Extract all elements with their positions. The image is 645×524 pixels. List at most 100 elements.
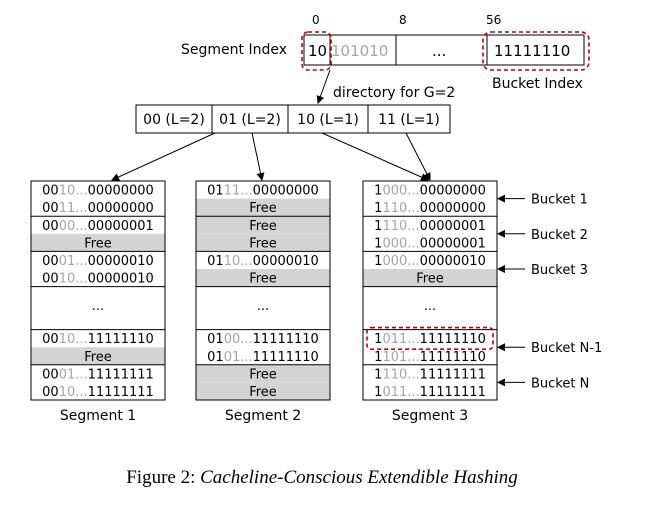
figure-caption: Figure 2: Cacheline-Conscious Extendible… — [126, 467, 518, 488]
segment-name-3: Segment 3 — [392, 408, 468, 424]
key-prefix: 01 — [207, 254, 224, 269]
key-prefix: 01 — [207, 350, 224, 365]
slot-key: 1110...00000000 — [374, 201, 486, 216]
key-ellipsis: ... — [407, 236, 419, 251]
directory-entry-label-2: 10 (L=1) — [297, 112, 359, 128]
key-ellipsis: ... — [407, 184, 419, 199]
key-suffix: 00000010 — [420, 254, 486, 269]
arrow-segment-to-directory — [316, 69, 331, 104]
bucket-index-label: Bucket Index — [492, 76, 583, 92]
bit-index-56: 56 — [486, 13, 501, 27]
key-faded-bits: 110 — [382, 219, 407, 234]
segment-ellipsis: ... — [257, 299, 269, 314]
target-slot-highlight — [366, 326, 494, 351]
key-faded-bits: 10 — [224, 254, 241, 269]
segment-bits-highlight — [301, 31, 332, 71]
slot-key: 1000...00000000 — [374, 184, 486, 199]
key-faded-bits: 00 — [59, 219, 76, 234]
key-suffix: 11111110 — [253, 332, 319, 347]
key-suffix: 11111110 — [420, 332, 486, 347]
free-slot — [196, 233, 330, 252]
segment-border — [195, 180, 331, 401]
free-slot-label: Free — [249, 272, 277, 287]
bucket-bits: 11111110 — [494, 42, 570, 60]
key-prefix: 00 — [42, 332, 59, 347]
key-faded-bits: 011 — [382, 385, 407, 400]
key-faded-bits: 10 — [59, 272, 76, 287]
key-ellipsis: ... — [75, 219, 87, 234]
key-suffix: 00000000 — [253, 184, 319, 199]
key-faded-bits: 000 — [382, 184, 407, 199]
key-prefix: 00 — [42, 367, 59, 382]
key-ellipsis: ... — [407, 367, 419, 382]
key-suffix: 00000001 — [420, 219, 486, 234]
free-slot — [31, 347, 165, 365]
caption-title: Cacheline-Conscious Extendible Hashing — [200, 467, 518, 488]
key-faded-bits: 10 — [59, 385, 76, 400]
key-faded-bits: 101 — [382, 350, 407, 365]
slot-key: 1011...11111110 — [374, 332, 486, 347]
directory-label: directory for G=2 — [333, 85, 455, 101]
slot-key: 0111...00000000 — [207, 184, 319, 199]
free-slot-label: Free — [84, 236, 112, 251]
free-slot — [196, 269, 330, 287]
key-ellipsis: ... — [407, 254, 419, 269]
slot-key: 0010...11111111 — [42, 385, 154, 400]
free-slot-label: Free — [249, 219, 277, 234]
slot-key: 1110...11111111 — [374, 367, 486, 382]
free-slot — [363, 269, 497, 287]
key-ellipsis: ... — [75, 201, 87, 216]
slot-key: 0010...00000000 — [42, 184, 154, 199]
arrow-dir11-to-seg3 — [405, 132, 431, 181]
key-faded-bits: 01 — [224, 350, 241, 365]
free-slot-label: Free — [249, 236, 277, 251]
hash-key-ellipsis: ... — [432, 42, 446, 60]
key-suffix: 00000001 — [88, 219, 154, 234]
key-prefix: 00 — [42, 385, 59, 400]
arrow-dir10-to-seg3 — [321, 132, 429, 181]
bit-index-8: 8 — [399, 13, 407, 27]
segment-bits-faded: 101010 — [331, 42, 388, 60]
slot-key: 0010...11111110 — [42, 332, 154, 347]
key-faded-bits: 01 — [59, 367, 76, 382]
slot-key: 1011...11111111 — [374, 385, 486, 400]
slot-key: 1110...00000001 — [374, 219, 486, 234]
arrow-dir01-to-seg2 — [251, 132, 265, 181]
key-prefix: 1 — [374, 385, 382, 400]
key-suffix: 00000001 — [420, 236, 486, 251]
free-slot-label: Free — [416, 272, 444, 287]
key-ellipsis: ... — [407, 385, 419, 400]
key-suffix: 00000000 — [420, 184, 486, 199]
segments: 0010...000000000011...000000000000...000… — [30, 180, 498, 424]
slot-key: 0101...11111110 — [207, 350, 319, 365]
key-prefix: 1 — [374, 367, 382, 382]
key-prefix: 1 — [374, 236, 382, 251]
free-slot — [196, 364, 330, 383]
key-prefix: 00 — [42, 254, 59, 269]
key-suffix: 11111111 — [88, 385, 154, 400]
segment-border — [362, 180, 498, 401]
slot-key: 1000...00000010 — [374, 254, 486, 269]
key-ellipsis: ... — [75, 254, 87, 269]
slot-key: 0110...00000010 — [207, 254, 319, 269]
key-suffix: 00000000 — [420, 201, 486, 216]
slot-key: 1000...00000001 — [374, 236, 486, 251]
key-suffix: 00000010 — [253, 254, 319, 269]
key-ellipsis: ... — [75, 385, 87, 400]
slot-key: 0000...00000001 — [42, 219, 154, 234]
bucket-label-3: Bucket N-1 — [531, 341, 602, 356]
key-suffix: 11111111 — [420, 385, 486, 400]
key-prefix: 1 — [374, 184, 382, 199]
key-prefix: 1 — [374, 254, 382, 269]
segment-ellipsis: ... — [424, 299, 436, 314]
slot-key: 1101...11111110 — [374, 350, 486, 365]
key-ellipsis: ... — [240, 350, 252, 365]
caption-prefix: Figure 2: — [126, 467, 200, 488]
key-faded-bits: 000 — [382, 254, 407, 269]
directory-entry-2 — [287, 104, 369, 134]
key-prefix: 1 — [374, 350, 382, 365]
free-slot — [196, 198, 330, 217]
hash-key-box — [303, 34, 585, 66]
key-ellipsis: ... — [75, 272, 87, 287]
key-suffix: 11111110 — [88, 332, 154, 347]
